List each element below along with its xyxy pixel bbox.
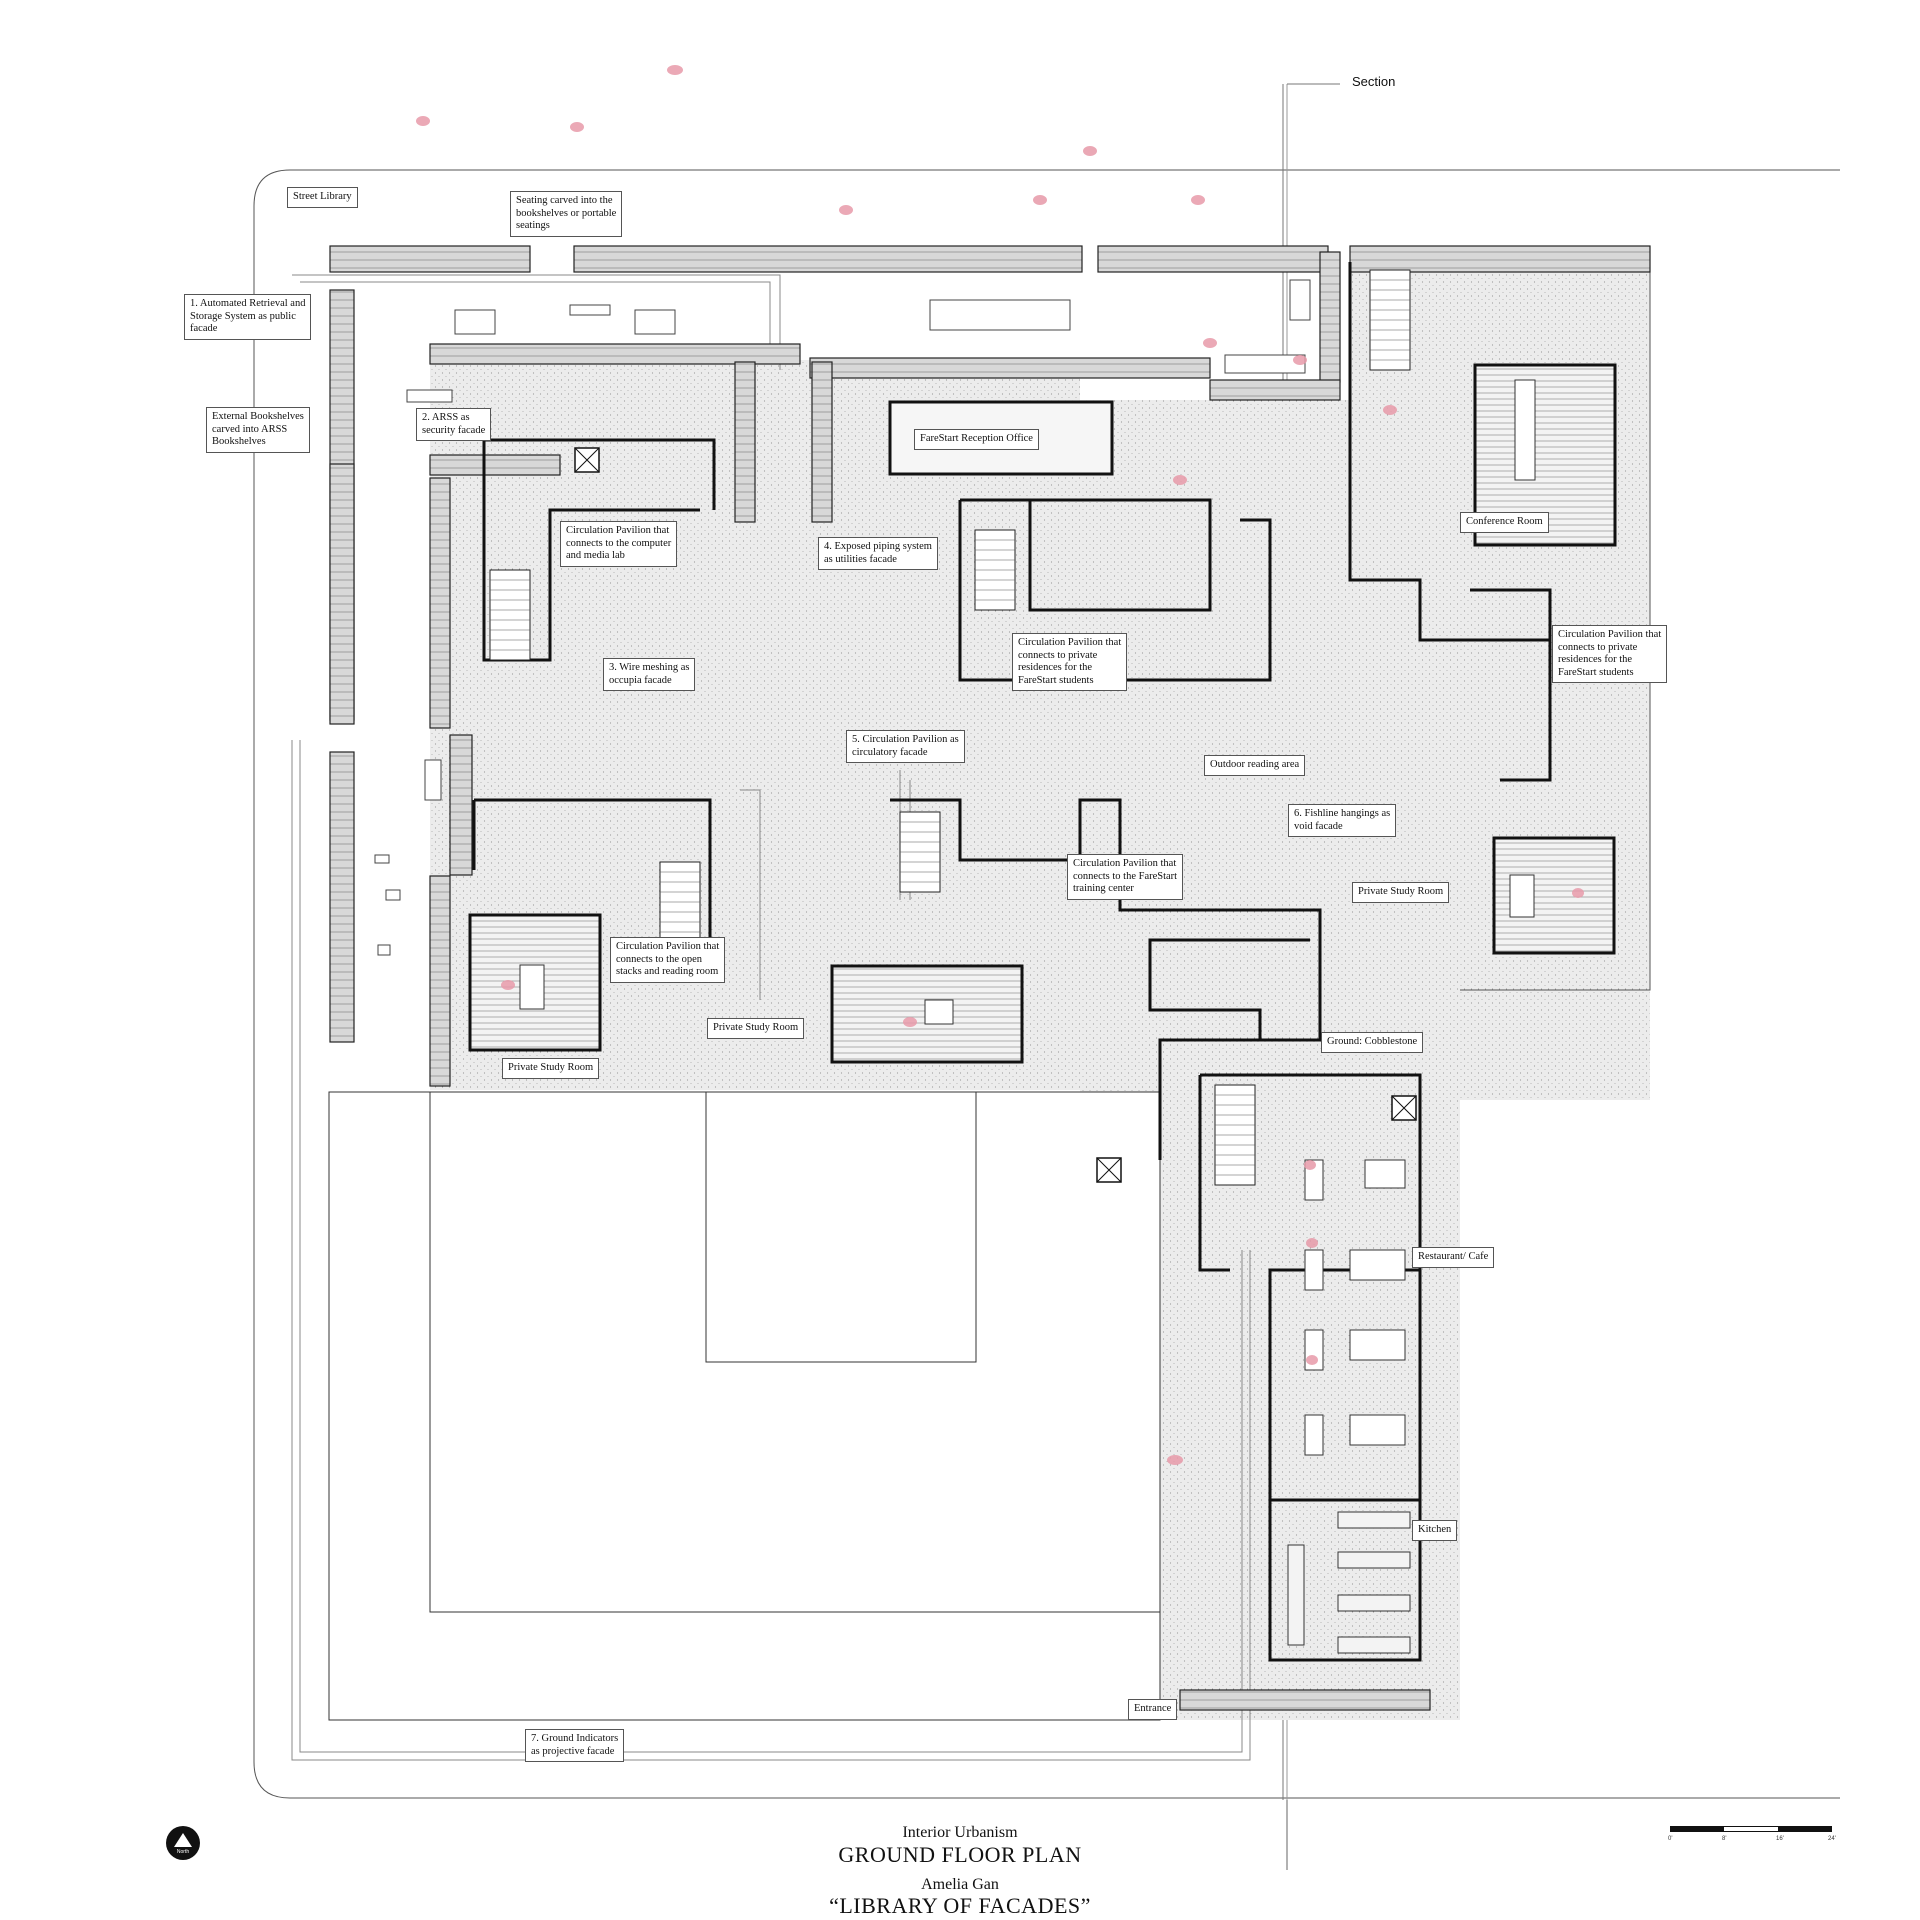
label-private-study-left: Private Study Room bbox=[502, 1058, 600, 1079]
section-marker-label: Section bbox=[1352, 74, 1396, 89]
label-private-study-right: Private Study Room bbox=[1352, 882, 1450, 903]
title-author: Amelia Gan bbox=[921, 1876, 999, 1893]
label-circ-residences-center: Circulation Pavilion that connects to pr… bbox=[1012, 633, 1128, 691]
label-circ-residences-right: Circulation Pavilion that connects to pr… bbox=[1552, 625, 1668, 683]
label-external-bookshelves: External Bookshelves carved into ARSS Bo… bbox=[206, 407, 310, 453]
scale-bar-segment bbox=[1724, 1826, 1778, 1832]
label-kitchen: Kitchen bbox=[1412, 1520, 1458, 1541]
label-arss-public: 1. Automated Retrieval and Storage Syste… bbox=[184, 294, 312, 340]
label-outdoor-reading: Outdoor reading area bbox=[1204, 755, 1306, 776]
label-ground-cobblestone: Ground: Cobblestone bbox=[1321, 1032, 1424, 1053]
scale-tick: 24' bbox=[1828, 1836, 1836, 1842]
label-wire-meshing: 3. Wire meshing as occupia facade bbox=[603, 658, 696, 691]
label-conference-room: Conference Room bbox=[1460, 512, 1549, 533]
elevator-cross bbox=[574, 447, 1417, 1183]
scale-bar-segment bbox=[1670, 1826, 1724, 1832]
label-arss-security: 2. ARSS as security facade bbox=[416, 408, 492, 441]
label-entrance: Entrance bbox=[1128, 1699, 1178, 1720]
label-private-study-center: Private Study Room bbox=[707, 1018, 805, 1039]
label-ground-indicators: 7. Ground Indicators as projective facad… bbox=[525, 1729, 625, 1762]
label-circ-media-lab: Circulation Pavilion that connects to th… bbox=[560, 521, 678, 567]
label-fishline: 6. Fishline hangings as void facade bbox=[1288, 804, 1397, 837]
title-course: Interior Urbanism bbox=[902, 1824, 1018, 1841]
label-street-library: Street Library bbox=[287, 187, 358, 208]
label-restaurant-cafe: Restaurant/ Cafe bbox=[1412, 1247, 1495, 1268]
scale-tick: 0' bbox=[1668, 1836, 1673, 1842]
pink-leaves bbox=[416, 65, 1584, 1465]
study-rooms bbox=[468, 363, 1617, 1064]
scale-tick: 16' bbox=[1776, 1836, 1784, 1842]
label-exposed-piping: 4. Exposed piping system as utilities fa… bbox=[818, 537, 938, 570]
label-circ-circulatory: 5. Circulation Pavilion as circulatory f… bbox=[846, 730, 965, 763]
north-arrow-icon: North bbox=[166, 1826, 200, 1860]
label-farestart-reception: FareStart Reception Office bbox=[914, 429, 1039, 450]
scale-tick: 8' bbox=[1722, 1836, 1727, 1842]
street-furniture bbox=[374, 279, 1311, 956]
label-seating: Seating carved into the bookshelves or p… bbox=[510, 191, 623, 237]
label-circ-open-stacks: Circulation Pavilion that connects to th… bbox=[610, 937, 726, 983]
north-arrow-triangle-icon bbox=[174, 1833, 192, 1847]
circulation-lines bbox=[291, 274, 1251, 1761]
stair-treads bbox=[490, 279, 1410, 1176]
restaurant-tables bbox=[519, 379, 1536, 1456]
title-project: “LIBRARY OF FACADES” bbox=[829, 1893, 1091, 1918]
courtyard-void bbox=[328, 1091, 1161, 1721]
label-circ-training: Circulation Pavilion that connects to th… bbox=[1067, 854, 1184, 900]
kitchen-counters bbox=[1287, 1511, 1411, 1654]
scale-bar-segment bbox=[1778, 1826, 1832, 1832]
bookshelves bbox=[329, 245, 1651, 1711]
north-arrow-label: North bbox=[176, 1849, 190, 1855]
title-drawing: GROUND FLOOR PLAN bbox=[838, 1842, 1082, 1867]
